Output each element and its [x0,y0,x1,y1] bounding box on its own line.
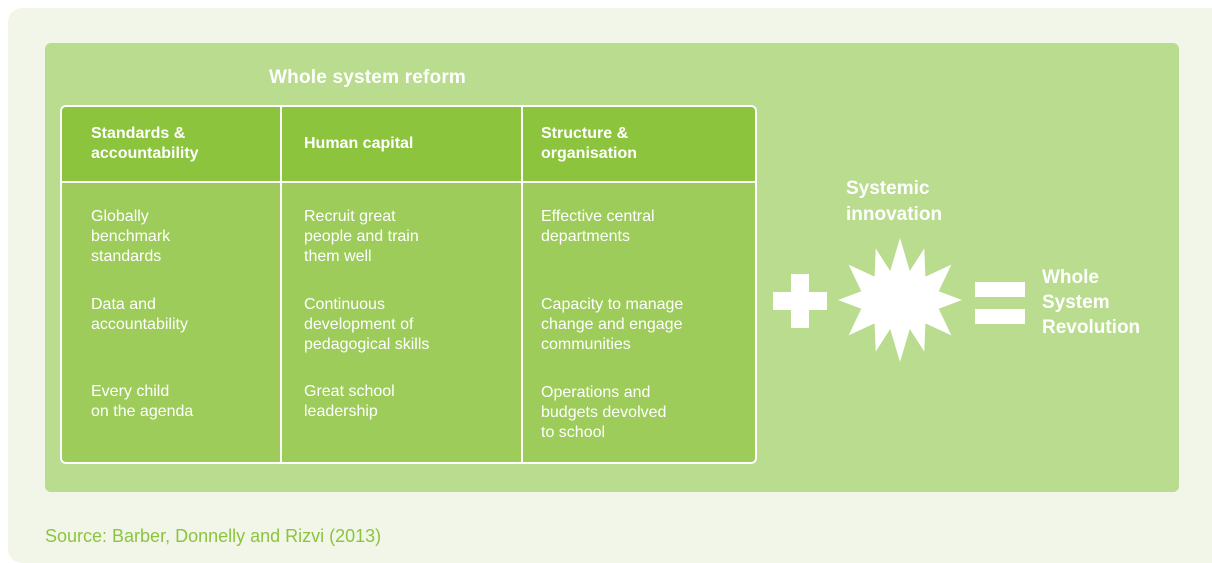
list-item: Continuous development of pedagogical sk… [304,296,430,353]
star-burst-icon [838,238,962,362]
column-header-label: Standards & accountability [91,125,199,162]
column-header-standards: Standards & accountability [62,107,282,183]
column-body-human-capital: Recruit great people and train them well… [282,183,523,462]
column-header-human-capital: Human capital [282,107,523,183]
systemic-innovation-label: Systemic innovation [846,178,943,225]
reform-table: Standards & accountability Human capital… [60,105,757,464]
list-item: Effective central departments [541,208,655,245]
list-item: Every child on the agenda [91,383,194,420]
list-item: Operations and budgets devolved to schoo… [541,384,667,441]
column-header-label: Human capital [304,135,414,152]
column-body-standards: Globally benchmark standards Data and ac… [62,183,282,462]
list-item: Capacity to manage change and engage com… [541,296,684,353]
equals-icon [975,282,1025,324]
list-item: Great school leadership [304,383,395,420]
list-item: Globally benchmark standards [91,208,171,265]
list-item: Data and accountability [91,296,188,333]
column-header-structure: Structure & organisation [523,107,755,183]
reform-title: Whole system reform [269,67,467,88]
whole-system-revolution-label: Whole System Revolution [1042,267,1141,338]
column-body-structure: Effective central departments Capacity t… [523,183,755,462]
column-header-label: Structure & organisation [541,125,638,162]
plus-icon [773,274,827,328]
list-item: Recruit great people and train them well [304,208,419,265]
source-caption: Source: Barber, Donnelly and Rizvi (2013… [45,526,382,546]
